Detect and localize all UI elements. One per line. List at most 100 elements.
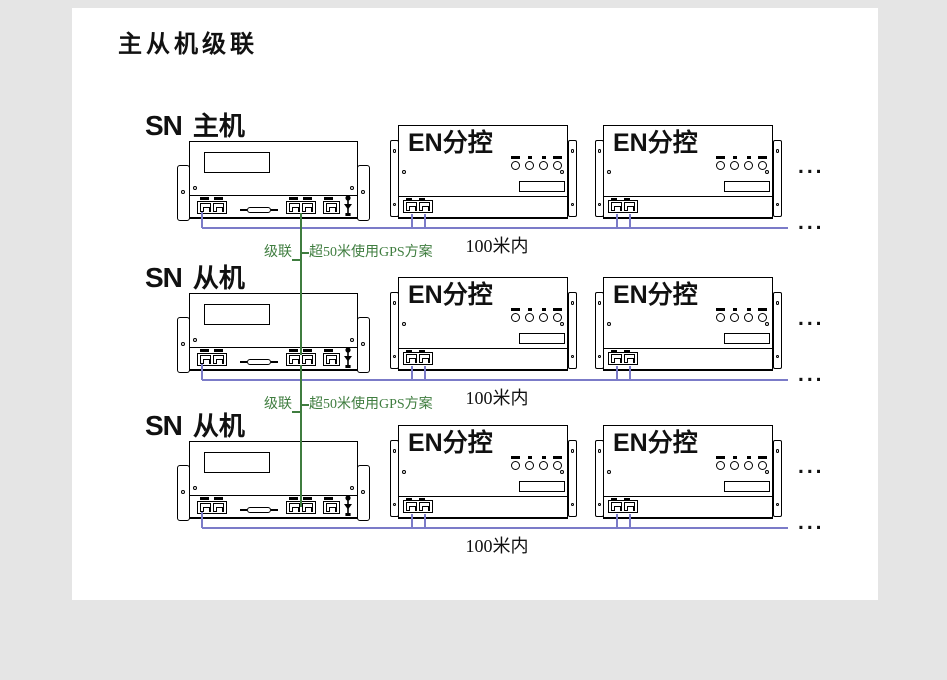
sn-port-panel [189, 347, 358, 370]
rj45-port-icon [406, 354, 417, 363]
led-icon [525, 456, 534, 470]
screw-hole-icon [181, 490, 185, 494]
port-indicator-bars [406, 498, 433, 500]
screw-hole-icon [570, 502, 574, 506]
led-icon [744, 456, 753, 470]
led-icon [716, 156, 725, 170]
sn-prefix-text: SN [145, 110, 183, 141]
sn-device-caption: SN 从机 [145, 412, 245, 440]
rj45-port-group [608, 349, 638, 365]
rj45-port-single [323, 349, 340, 366]
rj45-port-group-cascade [286, 497, 316, 514]
serial-connector-icon [240, 507, 278, 513]
led-indicators [511, 156, 562, 170]
screw-hole-icon [193, 338, 197, 342]
screw-hole-icon [402, 170, 406, 174]
device-nameplate [724, 181, 770, 192]
sn-controller-device [177, 441, 370, 521]
screw-hole-icon [350, 486, 354, 490]
led-icon [525, 308, 534, 322]
port-indicator-bars [289, 349, 316, 352]
lcd-display [204, 304, 270, 325]
port-indicator-bars [289, 497, 316, 500]
mount-bracket-right [568, 440, 577, 517]
en-device-title: EN分控 [408, 429, 493, 457]
rj45-port-group-out [197, 349, 227, 366]
led-icon [553, 156, 562, 170]
distance-label: 100米内 [465, 236, 529, 256]
port-indicator-bars [200, 497, 227, 500]
en-controller-device: EN分控 [390, 125, 577, 219]
led-icon [539, 156, 548, 170]
rj45-port-icon [406, 202, 417, 211]
rj45-port-icon [200, 502, 211, 512]
screw-hole-icon [350, 338, 354, 342]
data-wire-stub [201, 212, 203, 228]
led-indicators [716, 308, 767, 322]
rj45-port-icon [302, 202, 313, 212]
sn-port-panel [189, 195, 358, 218]
screw-hole-icon [597, 354, 601, 358]
port-indicator-bars [406, 198, 433, 200]
en-port-panel [398, 196, 568, 218]
screw-hole-icon [597, 149, 601, 153]
more-devices-ellipsis: ... [798, 511, 825, 534]
data-wire-stub [201, 364, 203, 380]
screw-hole-icon [775, 354, 779, 358]
screw-hole-icon [607, 322, 611, 326]
screw-hole-icon [560, 322, 564, 326]
mount-bracket-right [773, 140, 782, 217]
lcd-display [204, 452, 270, 473]
en-device-title: EN分控 [408, 129, 493, 157]
mount-bracket-right [357, 165, 370, 221]
sn-prefix-text: SN [145, 262, 183, 293]
sn-device-body [189, 293, 358, 371]
data-wire-stub [616, 514, 618, 528]
rj45-port-icon [419, 202, 430, 211]
rj45-port-icon [302, 354, 313, 364]
screw-hole-icon [361, 490, 365, 494]
mount-bracket-right [357, 317, 370, 373]
screw-hole-icon [560, 470, 564, 474]
port-indicator-bars [324, 349, 340, 352]
screw-hole-icon [570, 149, 574, 153]
mount-bracket-right [773, 440, 782, 517]
led-icon [730, 456, 739, 470]
gps-note-label: 超50米使用GPS方案 [309, 245, 433, 260]
screw-hole-icon [597, 502, 601, 506]
data-wire-stub [201, 512, 203, 528]
data-wire-bus [202, 527, 788, 529]
data-wire-stub [629, 214, 631, 228]
en-controller-device: EN分控 [595, 277, 782, 371]
rj45-port-icon [213, 502, 224, 512]
data-wire-stub [424, 214, 426, 228]
screw-hole-icon [765, 470, 769, 474]
led-icon [539, 456, 548, 470]
led-icon [716, 308, 725, 322]
controller-row: SN 主机 [72, 108, 878, 355]
controller-row: SN 从机 [72, 408, 878, 568]
screw-hole-icon [392, 202, 396, 206]
rj45-port-icon [326, 202, 337, 212]
device-nameplate [724, 481, 770, 492]
more-devices-ellipsis: ... [798, 155, 825, 178]
cascade-wire-elbow [301, 252, 309, 254]
en-port-panel [603, 348, 773, 370]
distance-label: 100米内 [465, 388, 529, 408]
en-port-panel [603, 196, 773, 218]
screw-hole-icon [597, 301, 601, 305]
port-indicator-bars [200, 349, 227, 352]
en-controller-device: EN分控 [595, 125, 782, 219]
en-device-body: EN分控 [398, 125, 568, 219]
led-icon [525, 156, 534, 170]
rj45-port-icon [611, 502, 622, 511]
more-devices-ellipsis: ... [798, 211, 825, 234]
screw-hole-icon [607, 170, 611, 174]
led-icon [730, 308, 739, 322]
en-device-body: EN分控 [398, 277, 568, 371]
led-indicators [716, 456, 767, 470]
rj45-port-group-cascade [286, 349, 316, 366]
cascade-label: 级联 [264, 397, 292, 412]
sn-port-panel [189, 495, 358, 518]
